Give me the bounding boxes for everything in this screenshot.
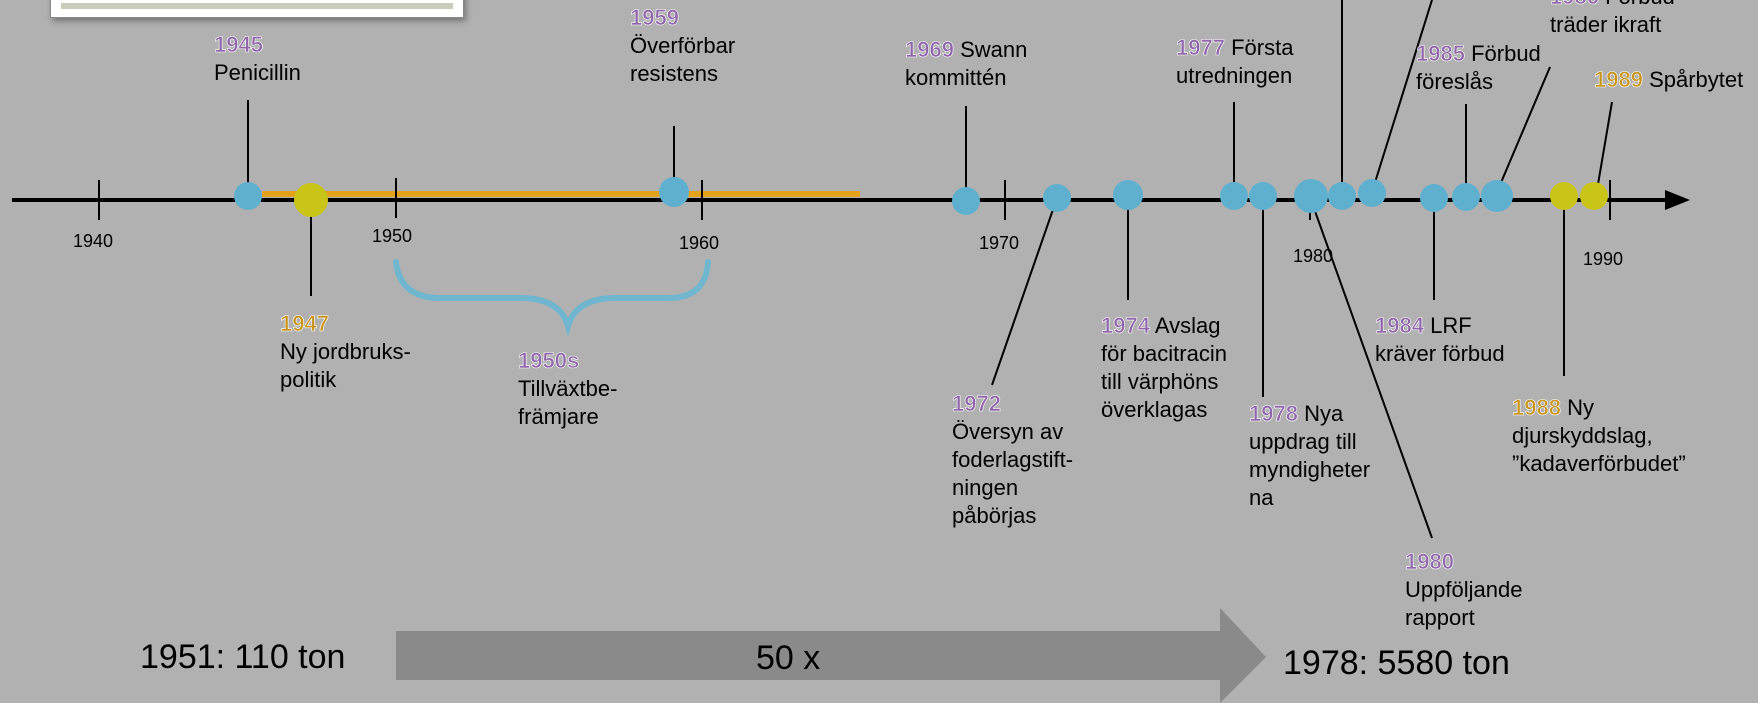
event-1950s: 1950s Tillväxtbe- främjare [518, 347, 618, 431]
event-text: myndigheter [1249, 457, 1371, 482]
growth-arrow [396, 608, 1266, 703]
event-text: främjare [518, 404, 599, 429]
event-year: 1947 [280, 311, 330, 337]
dot-1969 [952, 187, 980, 215]
event-text: Ny [1567, 395, 1594, 420]
tick-label-1970: 1970 [979, 233, 1020, 253]
period-bar [262, 191, 860, 197]
tick-label-1960: 1960 [679, 233, 720, 253]
event-text: ningen [952, 475, 1019, 500]
event-text: Nya [1304, 401, 1344, 426]
event-1989: 1989 Spårbytet [1594, 66, 1744, 94]
event-year: 1950s [518, 348, 580, 374]
event-year: 1978 [1249, 401, 1299, 427]
dot-1959 [659, 177, 689, 207]
event-year: 1985 [1416, 41, 1466, 67]
event-year: 1945 [214, 32, 264, 58]
event-year: 1977 [1176, 35, 1226, 61]
event-text: rapport [1405, 605, 1475, 630]
dot-1986 [1481, 180, 1513, 212]
event-1945: 1945 Penicillin [214, 31, 301, 87]
event-year: 1988 [1512, 395, 1562, 421]
dot-1989 [1580, 182, 1608, 210]
event-text: djurskyddslag, [1512, 423, 1653, 448]
event-1947: 1947 Ny jordbruks- politik [280, 310, 411, 394]
event-1984: 1984 LRF kräver förbud [1375, 312, 1505, 368]
event-1980: 1980 Uppföljande rapport [1405, 548, 1523, 632]
dot-1977 [1220, 182, 1248, 210]
event-text: politik [280, 367, 337, 392]
event-text: foderlagstift- [952, 447, 1074, 472]
dot-1945 [234, 182, 262, 210]
event-text: för bacitracin [1101, 341, 1227, 366]
event-year: 1984 [1375, 313, 1425, 339]
event-1972: 1972 Översyn av foderlagstift- ningen på… [952, 390, 1073, 530]
event-text: uppdrag till [1249, 429, 1357, 454]
event-text: Förbud [1605, 0, 1675, 9]
dot-1982 [1358, 179, 1386, 207]
dot-1978 [1249, 182, 1277, 210]
event-text: utredningen [1176, 63, 1293, 88]
event-text: Första [1231, 35, 1294, 60]
event-text: Ny jordbruks- [280, 339, 411, 364]
event-text: kräver förbud [1375, 341, 1505, 366]
event-year: 1989 [1594, 67, 1644, 93]
event-text: Tillväxtbe- [518, 376, 618, 401]
event-text: överklagas [1101, 397, 1208, 422]
event-text: resistens [630, 61, 719, 86]
event-text: träder ikraft [1550, 12, 1662, 37]
event-text: föreslås [1416, 69, 1494, 94]
event-1969: 1969 Swann kommittén [905, 36, 1028, 92]
event-text: Spårbytet [1649, 67, 1744, 92]
dot-1974 [1113, 180, 1143, 210]
dot-1988 [1550, 182, 1578, 210]
photo-thumbnail [50, 0, 464, 18]
event-text: Uppföljande [1405, 577, 1523, 602]
axis-arrowhead [1665, 190, 1690, 210]
event-1959: 1959 Överförbar resistens [630, 4, 735, 88]
event-year: 1959 [630, 5, 680, 31]
event-text: na [1249, 485, 1274, 510]
decade-brace [393, 259, 711, 337]
tick-label-1950: 1950 [372, 226, 413, 246]
dot-1985 [1452, 183, 1480, 211]
event-year: 1980 [1405, 549, 1455, 575]
dot-1980 [1294, 179, 1328, 213]
leader-lines [247, 0, 1613, 539]
summary-start: 1951: 110 ton [140, 638, 346, 676]
event-text: Penicillin [214, 60, 301, 85]
event-1986: 1986 Förbud träder ikraft [1550, 0, 1675, 39]
tick-label-1980: 1980 [1293, 246, 1334, 266]
event-year: 1969 [905, 37, 955, 63]
dot-1984 [1420, 184, 1448, 212]
event-text: ”kadaverförbudet” [1512, 451, 1686, 476]
tick-label-1990: 1990 [1583, 249, 1624, 269]
summary-factor: 50 x [756, 639, 821, 677]
event-text: Swann [960, 37, 1028, 62]
event-text: påbörjas [952, 503, 1037, 528]
event-text: Förbud [1471, 41, 1541, 66]
event-1988: 1988 Ny djurskyddslag, ”kadaverförbudet” [1512, 394, 1686, 478]
summary-end: 1978: 5580 ton [1283, 644, 1510, 682]
event-text: till värphöns [1101, 369, 1219, 394]
event-text: Översyn av [952, 419, 1064, 444]
event-1977: 1977 Första utredningen [1176, 34, 1294, 90]
event-year: 1986 [1550, 0, 1600, 9]
event-1974: 1974 Avslag för bacitracin till värphöns… [1101, 312, 1227, 424]
dot-1981 [1328, 182, 1356, 210]
event-text: Överförbar [630, 33, 736, 58]
event-year: 1972 [952, 391, 1002, 417]
event-text: Avslag [1154, 313, 1221, 338]
dot-1947 [294, 183, 328, 217]
event-text: kommittén [905, 65, 1007, 90]
event-1985: 1985 Förbud föreslås [1416, 40, 1541, 96]
dot-1972 [1043, 184, 1071, 212]
tick-label-1940: 1940 [73, 231, 114, 251]
event-year: 1974 [1101, 313, 1151, 339]
event-1978: 1978 Nya uppdrag till myndigheter na [1249, 400, 1370, 512]
event-text: LRF [1430, 313, 1472, 338]
